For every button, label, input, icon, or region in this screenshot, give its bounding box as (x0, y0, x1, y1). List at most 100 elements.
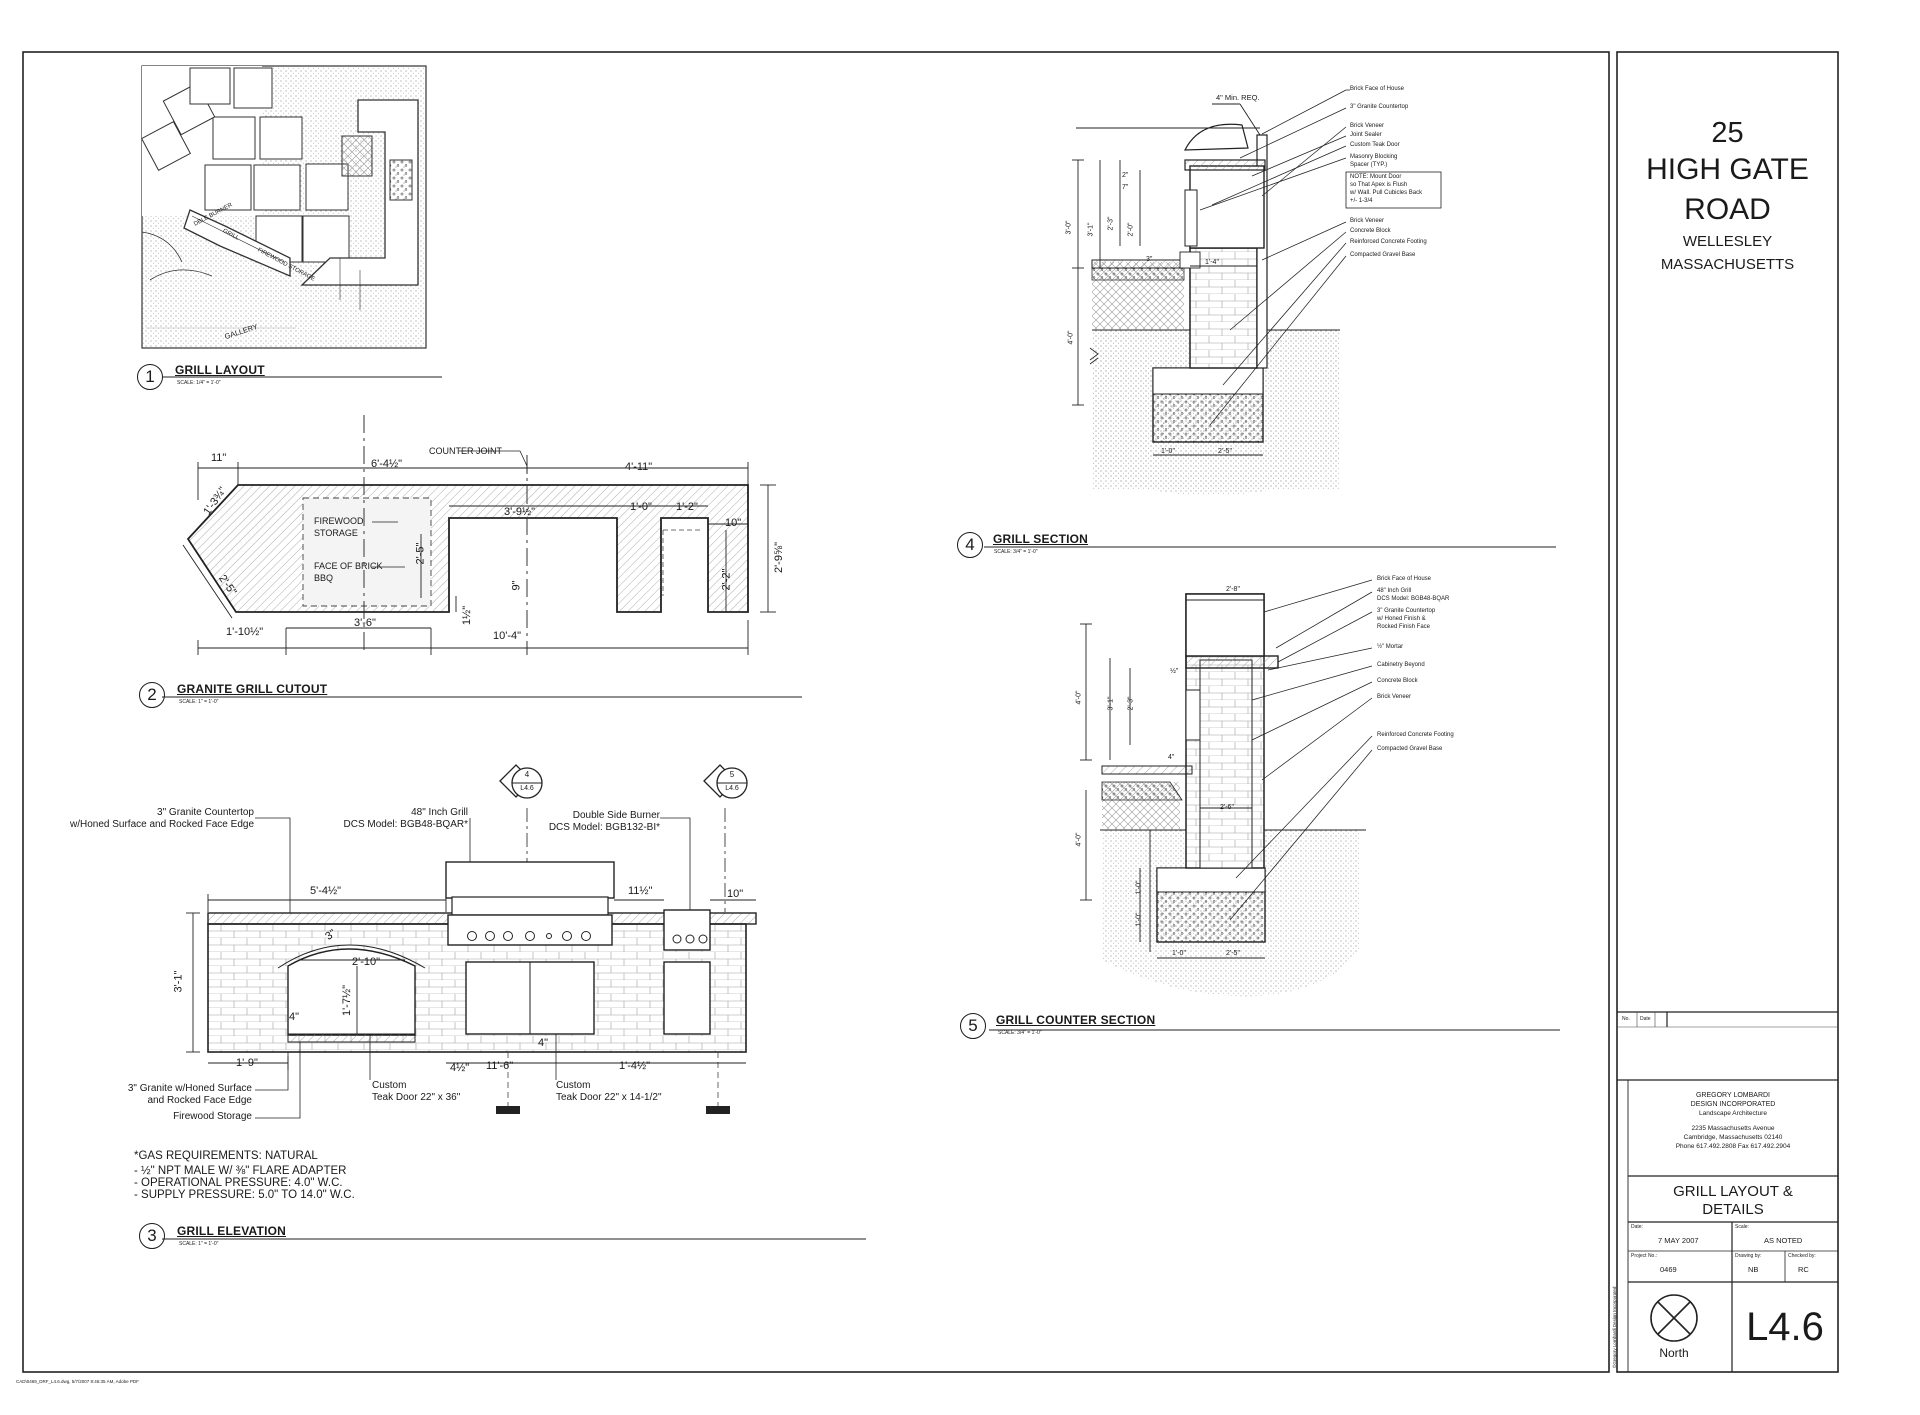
section4-dim-7: 7" (1122, 184, 1129, 191)
address-line-2: ROAD (1684, 193, 1771, 226)
detail-title-4: GRILL SECTION (993, 532, 1089, 546)
section5-callout-9: Concrete Block (1377, 678, 1418, 684)
section4-dim-2-5: 2'-5" (1218, 448, 1232, 455)
section-tag-5-top: 5 (729, 770, 735, 779)
project-label: Project No.: (1631, 1253, 1658, 1259)
detail-title-1: GRILL LAYOUT (175, 363, 265, 377)
date-value: 7 MAY 2007 (1658, 1236, 1699, 1245)
elev-teak-2a: Custom (556, 1080, 591, 1091)
counter-section-drawing (1080, 579, 1373, 997)
elev-dim-1-7: 1'-7½" (341, 984, 354, 1017)
cutout-dim-10: 10" (725, 517, 742, 529)
north-arrow-icon (1650, 1294, 1698, 1342)
section5-dim-2-8: 2'-8" (1226, 586, 1240, 593)
section5-dim-4-0b: 4'-0" (1075, 832, 1083, 847)
address-number: 25 (1711, 117, 1744, 149)
detail-scale-5: SCALE: 3/4" = 1'-0" (998, 1030, 1042, 1036)
section5-dim-1-0c: 1'-0" (1172, 950, 1186, 957)
section4-dim-3-0: 3'-0" (1065, 220, 1073, 235)
elev-dim-4-5: 4½" (450, 1062, 470, 1074)
cutout-firewood-1: FIREWOOD (314, 516, 364, 526)
section5-dim-1-0b: 1'-0" (1135, 912, 1143, 927)
cutout-counter-joint: COUNTER JOINT (429, 446, 502, 456)
town: WELLESLEY (1682, 233, 1773, 250)
section4-note-1: NOTE: Mount Door (1350, 174, 1402, 180)
section4-dim-3-1: 3'-1" (1087, 222, 1095, 237)
section5-callout-1: Brick Face of House (1377, 576, 1432, 582)
grill-elevation (186, 764, 757, 1119)
cutout-face-brick-2: BBQ (314, 573, 334, 583)
sheet-number: L4.6 (1746, 1305, 1824, 1349)
firm-address-2: Cambridge, Massachusetts 02140 (1683, 1134, 1783, 1141)
elev-dim-5-4: 5'-4½" (310, 885, 342, 897)
section4-dim-1-4: 1'-4" (1205, 259, 1219, 266)
cutout-firewood-2: STORAGE (314, 528, 358, 538)
north-label: North (1659, 1346, 1689, 1360)
section4-dim-1-0: 1'-0" (1161, 448, 1175, 455)
cutout-dim-6-4: 6'-4½" (371, 458, 403, 470)
section4-dim-3a: 3" (1146, 256, 1153, 263)
section4-callout-2: 3" Granite Countertop (1350, 104, 1409, 110)
section4-callout-4: Joint Sealer (1350, 132, 1382, 138)
section5-callout-5: w/ Honed Finish & (1377, 616, 1426, 622)
sheet-title-2: DETAILS (1702, 1201, 1764, 1218)
file-path-footer: CAD\0469_DRF_L4.6.dwg, 5/7/2007 8:46:35 … (16, 1379, 139, 1384)
elev-grill-1: 48" Inch Grill (411, 807, 468, 818)
section5-dim-4-0a: 4'-0" (1075, 690, 1083, 705)
section5-dim-half: ½" (1170, 668, 1179, 675)
elev-grill-2: DCS Model: BGB48-BQAR* (343, 819, 469, 830)
cutout-dim-2-9: 2'-9⅝" (773, 541, 786, 574)
cutout-dim-4-11: 4'-11" (625, 461, 653, 473)
elev-dim-11-5: 11½" (628, 885, 653, 897)
drawn-by-label: Drawing by: (1735, 1253, 1762, 1259)
firm-address-1: 2235 Massachusetts Avenue (1691, 1125, 1775, 1132)
detail-title-2: GRANITE GRILL CUTOUT (177, 682, 328, 696)
section4-callout-3: Brick Veneer (1350, 123, 1385, 129)
checked-by-value: RC (1798, 1265, 1809, 1274)
detail-scale-3: SCALE: 1" = 1'-0" (179, 1241, 219, 1247)
section5-dim-2-3: 2'-3" (1127, 696, 1135, 711)
granite-cutout-plan (182, 415, 776, 655)
elev-teak-1b: Teak Door 22" x 36" (372, 1092, 461, 1103)
section4-callout-8: Brick Veneer (1350, 218, 1385, 224)
elev-dim-10: 10" (727, 888, 744, 900)
elev-countertop-1: 3" Granite Countertop (157, 807, 254, 818)
section5-dim-2-6: 2'-6" (1220, 804, 1234, 811)
detail-title-5: GRILL COUNTER SECTION (996, 1013, 1156, 1027)
detail-number-3: 3 (139, 1223, 165, 1249)
elev-dim-4b: 4" (538, 1037, 549, 1049)
detail-number-2: 2 (139, 682, 165, 708)
cutout-dim-1-0: 1'-0" (630, 501, 652, 513)
detail-number-1: 1 (137, 364, 163, 390)
section-tag-5-bottom: L4.6 (725, 785, 739, 792)
cutout-dim-1-10: 1'-10½" (226, 626, 264, 638)
state: MASSACHUSETTS (1660, 256, 1795, 273)
section4-min-req: 4" Min. REQ. (1216, 93, 1260, 102)
firm-name-1: GREGORY LOMBARDI (1695, 1092, 1771, 1099)
section4-dim-2a: 2" (1122, 172, 1129, 179)
section5-callout-3: DCS Model: BGB48-BQAR (1377, 596, 1450, 602)
section5-callout-10: Brick Veneer (1377, 694, 1412, 700)
elev-teak-2b: Teak Door 22" x 14-1/2" (556, 1092, 662, 1103)
scale-value: AS NOTED (1764, 1236, 1803, 1245)
detail-scale-2: SCALE: 1" = 1'-0" (179, 699, 219, 705)
section5-callout-7: ½" Mortar (1377, 644, 1404, 650)
firm-name-2: DESIGN INCORPORATED (1690, 1101, 1776, 1108)
cutout-face-brick-1: FACE OF BRICK (314, 561, 383, 571)
section4-callout-6: Masonry Blocking (1350, 154, 1398, 160)
section4-dim-2-3: 2'-3" (1107, 216, 1115, 231)
firm-subtitle: Landscape Architecture (1699, 1110, 1767, 1117)
date-label: Date: (1631, 1224, 1643, 1230)
sheet-title-1: GRILL LAYOUT & (1673, 1183, 1793, 1200)
cutout-dim-10-4: 10'-4" (493, 630, 522, 642)
checked-by-label: Checked by: (1788, 1253, 1816, 1259)
section4-callout-9: Concrete Block (1350, 228, 1391, 234)
cutout-dim-9: 9" (510, 580, 523, 591)
elev-granite-1: 3" Granite w/Honed Surface (127, 1083, 252, 1094)
section4-callout-7: Spacer (TYP.) (1350, 162, 1388, 168)
section5-callout-4: 3" Granite Countertop (1377, 608, 1436, 614)
scale-label: Scale: (1735, 1224, 1749, 1230)
grill-section-drawing (1072, 89, 1442, 495)
